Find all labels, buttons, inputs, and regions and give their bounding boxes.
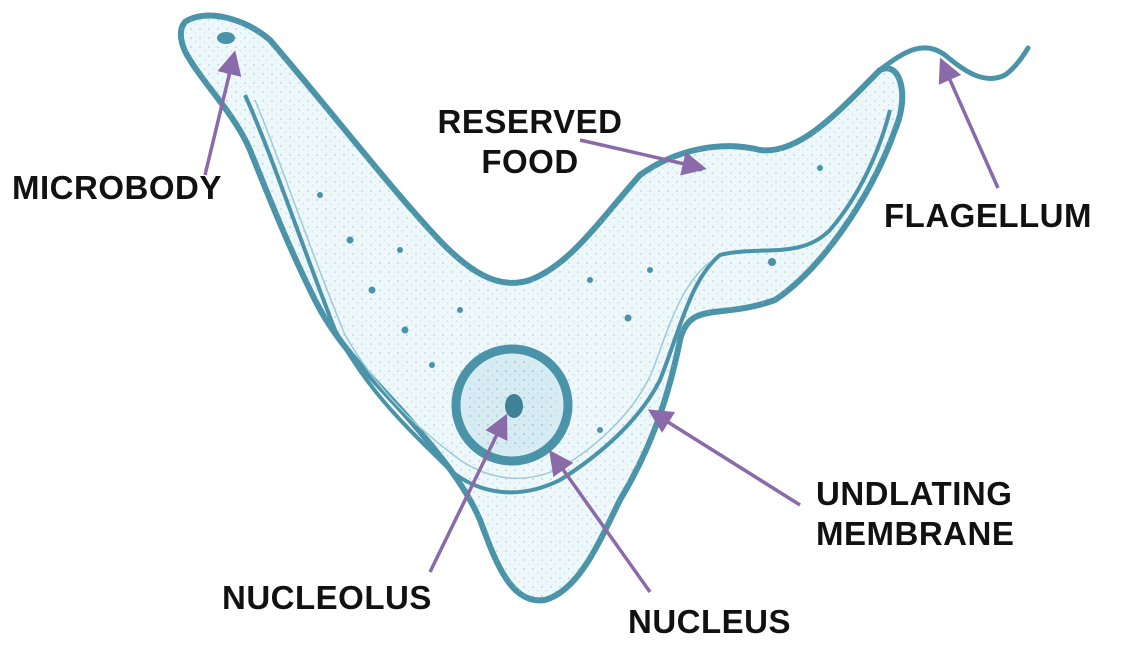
- label-undulating-membrane: UNDLATING MEMBRANE: [816, 474, 1014, 554]
- label-nucleolus: NUCLEOLUS: [222, 578, 432, 618]
- label-reserved-food-line1: RESERVED: [424, 102, 636, 142]
- label-reserved-food-line2: FOOD: [424, 142, 636, 182]
- microbody: [217, 32, 235, 44]
- flagellum: [880, 48, 1028, 79]
- nucleus: [456, 349, 568, 461]
- label-flagellum: FLAGELLUM: [884, 196, 1092, 236]
- label-nucleus: NUCLEUS: [628, 602, 791, 642]
- label-undulating-line2: MEMBRANE: [816, 514, 1014, 554]
- nucleolus: [505, 394, 523, 418]
- label-microbody: MICROBODY: [12, 168, 222, 208]
- arrow-undulating-membrane: [652, 412, 800, 505]
- label-undulating-line1: UNDLATING: [816, 474, 1014, 514]
- label-reserved-food: RESERVED FOOD: [424, 102, 636, 182]
